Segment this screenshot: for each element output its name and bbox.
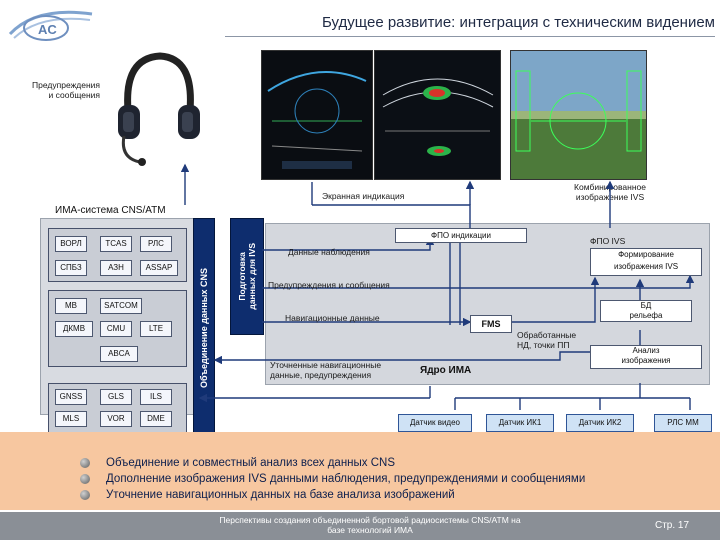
sensor-video: Датчик видео: [398, 414, 472, 432]
warnings-messages-label: Предупреждения и сообщения: [268, 280, 390, 290]
bullet-icon: [80, 490, 90, 500]
page-title: Будущее развитие: интеграция с техническ…: [322, 14, 715, 31]
system-mv: МВ: [55, 298, 87, 314]
summary-band: [0, 432, 720, 510]
headset-image: [110, 50, 205, 168]
processed-nd-label: Обработанные НД, точки ПП: [517, 330, 577, 350]
refined-nav-label: Уточненные навигационные данные, предупр…: [270, 360, 382, 380]
ivs-data-prep-bar: Подготовка данных для IVS: [230, 218, 264, 335]
system-spbz: СПБЗ: [55, 260, 87, 276]
fpo-indication-box: ФПО индикации: [395, 228, 527, 243]
system-tcas: TCAS: [100, 236, 132, 252]
image-analysis-box: Анализ изображения: [590, 345, 702, 369]
observation-data-label: Данные наблюдения: [288, 247, 370, 257]
system-dkmv: ДКМВ: [55, 321, 93, 337]
sensor-ir2: Датчик ИК2: [566, 414, 634, 432]
system-ils: ILS: [140, 389, 172, 405]
system-abca: ABCA: [100, 346, 138, 362]
bullet-icon: [80, 474, 90, 484]
display-image-ivs: [510, 50, 647, 180]
footer-bar: [0, 512, 720, 540]
display-image-nav: [261, 50, 373, 180]
system-vorl: ВОРЛ: [55, 236, 87, 252]
footer-text: Перспективы создания объединенной бортов…: [219, 515, 521, 535]
company-logo: AC: [6, 4, 96, 46]
ivs-forming-box: Формирование изображения IVS: [590, 248, 702, 276]
system-vor: VOR: [100, 411, 132, 427]
warnings-label: Предупреждения и сообщения: [32, 80, 100, 100]
system-dme: DME: [140, 411, 172, 427]
title-divider: [225, 36, 715, 37]
ima-core-label: Ядро ИМА: [420, 365, 472, 376]
system-cmu: CMU: [100, 321, 132, 337]
display-image-weather: [374, 50, 501, 180]
bullet-icon: [80, 458, 90, 468]
system-gnss: GNSS: [55, 389, 87, 405]
page-number: Стр. 17: [655, 520, 690, 531]
summary-bullets: Объединение и совместный анализ всех дан…: [80, 455, 585, 503]
ima-system-title: ИМА-система CNS/ATM: [55, 205, 166, 216]
system-lte: LTE: [140, 321, 172, 337]
sensor-ir1: Датчик ИК1: [486, 414, 554, 432]
system-azn: АЗН: [100, 260, 132, 276]
fpo-ivs-label: ФПО IVS: [590, 236, 626, 246]
screen-display-label: Экранная индикация: [322, 191, 405, 201]
system-rls: РЛС: [140, 236, 172, 252]
system-mls: MLS: [55, 411, 87, 427]
system-satcom: SATCOM: [100, 298, 142, 314]
nav-data-label: Навигационные данные: [285, 313, 380, 323]
svg-text:AC: AC: [38, 22, 57, 37]
system-assap: ASSAP: [140, 260, 178, 276]
bullet-item: Объединение и совместный анализ всех дан…: [80, 455, 585, 471]
bullet-item: Дополнение изображения IVS данными наблю…: [80, 471, 585, 487]
terrain-db-box: БД рельефа: [600, 300, 692, 322]
fms-box: FMS: [470, 315, 512, 333]
bullet-item: Уточнение навигационных данных на базе а…: [80, 487, 585, 503]
system-gls: GLS: [100, 389, 132, 405]
sensor-mm-radar: РЛС ММ: [654, 414, 712, 432]
